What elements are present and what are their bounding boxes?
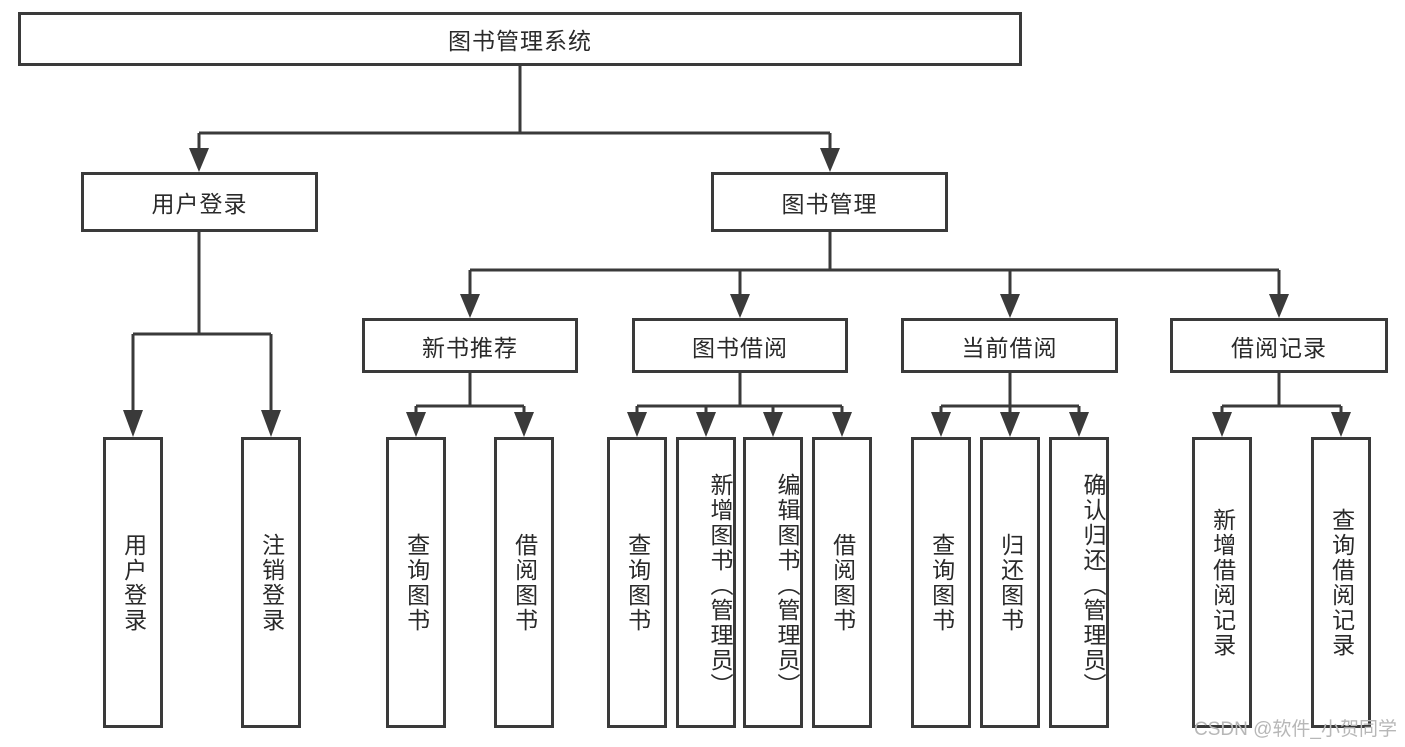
leaf-borrow-book-label: 借阅图书: [829, 532, 856, 633]
node-current-borrow[interactable]: 当前借阅: [901, 318, 1118, 373]
leaf-query-book-recommend-label: 查询图书: [403, 532, 430, 633]
leaf-edit-book-admin-label: 编辑图书（管理员）: [774, 473, 800, 698]
connector-book-mgmt-to-level3: [460, 232, 1289, 318]
node-book-management-label: 图书管理: [781, 191, 878, 217]
leaf-borrow-book[interactable]: 借阅图书: [812, 437, 872, 728]
connector-book-borrow-to-leaves: [627, 373, 852, 437]
leaf-user-login[interactable]: 用户登录: [103, 437, 163, 728]
leaf-logout[interactable]: 注销登录: [241, 437, 301, 728]
node-book-borrow-label: 图书借阅: [692, 334, 788, 361]
leaf-query-borrow-record[interactable]: 查询借阅记录: [1311, 437, 1371, 728]
connector-new-book-to-leaves: [406, 373, 534, 437]
leaf-return-book-label: 归还图书: [997, 532, 1024, 633]
leaf-query-book-borrow[interactable]: 查询图书: [607, 437, 667, 728]
leaf-user-login-label: 用户登录: [120, 532, 147, 633]
connector-borrow-record-to-leaves: [1212, 373, 1351, 437]
node-new-book-recommend[interactable]: 新书推荐: [362, 318, 578, 373]
leaf-confirm-return-admin[interactable]: 确认归还（管理员）: [1049, 437, 1109, 728]
connector-user-login-to-leaves: [123, 232, 281, 437]
node-root-label: 图书管理系统: [448, 28, 592, 54]
leaf-add-borrow-record[interactable]: 新增借阅记录: [1192, 437, 1252, 728]
node-user-login[interactable]: 用户登录: [81, 172, 318, 232]
node-user-login-label: 用户登录: [151, 191, 248, 217]
leaf-add-book-admin[interactable]: 新增图书（管理员）: [676, 437, 736, 728]
leaf-query-book-current[interactable]: 查询图书: [911, 437, 971, 728]
leaf-add-borrow-record-label: 新增借阅记录: [1209, 507, 1236, 658]
node-root-book-management-system[interactable]: 图书管理系统: [18, 12, 1022, 66]
node-borrow-record-label: 借阅记录: [1231, 334, 1327, 361]
leaf-edit-book-admin[interactable]: 编辑图书（管理员）: [743, 437, 803, 728]
leaf-query-book-borrow-label: 查询图书: [624, 532, 651, 633]
node-new-book-recommend-label: 新书推荐: [422, 334, 518, 361]
node-book-borrow[interactable]: 图书借阅: [632, 318, 848, 373]
leaf-query-book-recommend[interactable]: 查询图书: [386, 437, 446, 728]
leaf-logout-label: 注销登录: [258, 532, 285, 633]
leaf-borrow-book-recommend-label: 借阅图书: [511, 532, 538, 633]
connector-current-borrow-to-leaves: [931, 373, 1089, 437]
leaf-query-borrow-record-label: 查询借阅记录: [1328, 507, 1355, 658]
leaf-query-book-current-label: 查询图书: [928, 532, 955, 633]
node-borrow-record[interactable]: 借阅记录: [1170, 318, 1388, 373]
node-book-management[interactable]: 图书管理: [711, 172, 948, 232]
node-current-borrow-label: 当前借阅: [961, 334, 1058, 361]
connector-root-to-level2: [189, 66, 840, 172]
leaf-return-book[interactable]: 归还图书: [980, 437, 1040, 728]
leaf-confirm-return-admin-label: 确认归还（管理员）: [1080, 473, 1106, 698]
leaf-borrow-book-recommend[interactable]: 借阅图书: [494, 437, 554, 728]
leaf-add-book-admin-label: 新增图书（管理员）: [707, 473, 733, 698]
